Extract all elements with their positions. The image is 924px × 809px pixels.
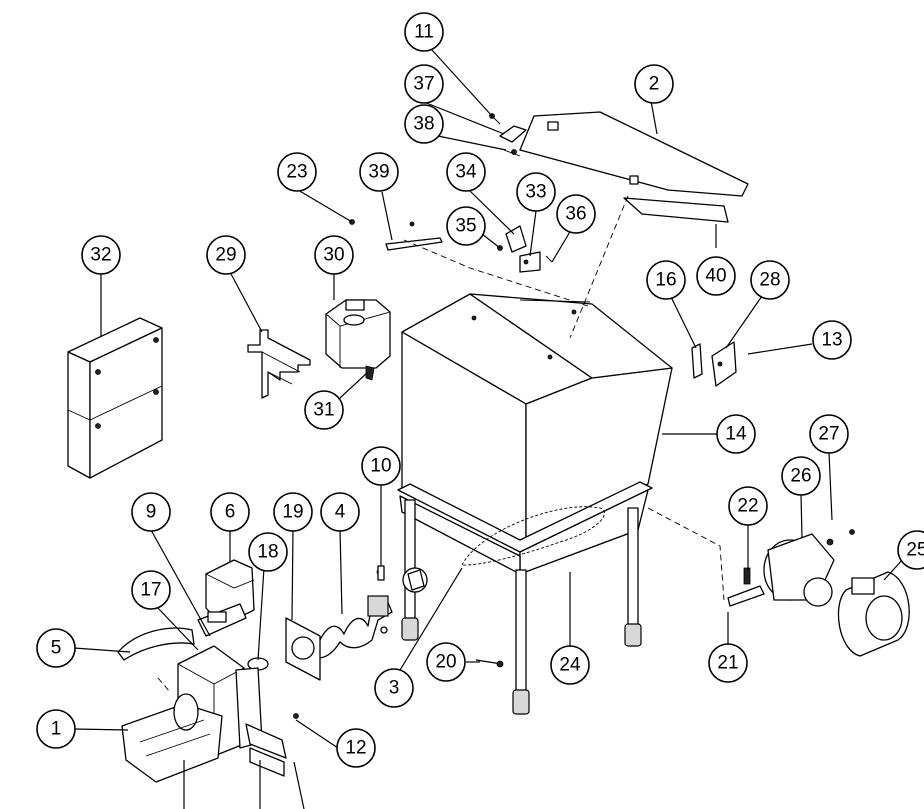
svg-text:31: 31 — [313, 400, 334, 421]
callout-3: 3 — [374, 668, 414, 708]
svg-text:13: 13 — [821, 330, 842, 351]
callout-31: 31 — [304, 390, 344, 430]
callout-36: 36 — [556, 194, 596, 234]
callout-27: 27 — [809, 414, 849, 454]
svg-text:18: 18 — [257, 542, 278, 563]
callout-37: 37 — [404, 64, 444, 104]
svg-text:10: 10 — [370, 456, 391, 477]
motor-part — [727, 529, 910, 657]
callout-33: 33 — [516, 172, 556, 212]
svg-text:16: 16 — [655, 270, 676, 291]
callout-39: 39 — [359, 152, 399, 192]
svg-text:25: 25 — [906, 540, 924, 561]
svg-text:19: 19 — [282, 502, 303, 523]
svg-text:35: 35 — [455, 216, 476, 237]
svg-text:20: 20 — [435, 652, 456, 673]
svg-text:2: 2 — [649, 74, 660, 95]
svg-text:21: 21 — [717, 653, 738, 674]
callout-40: 40 — [696, 256, 736, 296]
callout-6: 6 — [210, 492, 250, 532]
bracket-part — [247, 329, 311, 399]
svg-text:40: 40 — [705, 266, 726, 287]
svg-text:34: 34 — [455, 162, 477, 183]
callout-4: 4 — [320, 492, 360, 532]
svg-text:12: 12 — [345, 738, 366, 759]
callout-34: 34 — [446, 152, 486, 192]
callout-2: 2 — [634, 64, 674, 104]
callout-1: 1 — [36, 709, 76, 749]
callout-29: 29 — [206, 235, 246, 275]
svg-text:9: 9 — [146, 502, 157, 523]
callout-17: 17 — [131, 570, 171, 610]
latch-part — [497, 225, 553, 273]
svg-text:3: 3 — [389, 678, 400, 699]
svg-text:33: 33 — [525, 182, 546, 203]
svg-text:14: 14 — [725, 424, 747, 445]
callout-22: 22 — [728, 486, 768, 526]
callout-13: 13 — [812, 320, 852, 360]
svg-text:28: 28 — [759, 270, 780, 291]
svg-text:26: 26 — [790, 466, 811, 487]
frame-part — [397, 481, 653, 715]
svg-text:23: 23 — [286, 162, 307, 183]
svg-text:27: 27 — [818, 424, 839, 445]
rod-part — [349, 219, 443, 251]
callout-20: 20 — [426, 642, 466, 682]
callout-23: 23 — [277, 152, 317, 192]
callout-24: 24 — [550, 645, 590, 685]
callout-18: 18 — [248, 532, 288, 572]
svg-text:4: 4 — [335, 502, 346, 523]
svg-text:38: 38 — [413, 114, 434, 135]
callout-19: 19 — [273, 492, 313, 532]
svg-text:39: 39 — [368, 162, 389, 183]
svg-text:17: 17 — [140, 580, 161, 601]
callout-5: 5 — [36, 628, 76, 668]
svg-text:36: 36 — [565, 204, 586, 225]
callout-25: 25 — [897, 530, 924, 570]
svg-text:22: 22 — [737, 496, 758, 517]
screw-part — [475, 659, 504, 668]
chain-part — [461, 506, 605, 566]
svg-text:5: 5 — [51, 638, 62, 659]
canister-part — [325, 299, 391, 381]
callout-16: 16 — [646, 260, 686, 300]
callout-21: 21 — [708, 643, 748, 683]
control-box-part — [67, 317, 163, 479]
svg-text:11: 11 — [414, 22, 434, 43]
catch-part — [691, 341, 737, 387]
callout-32: 32 — [81, 235, 121, 275]
svg-text:1: 1 — [51, 719, 62, 740]
auger-part — [247, 565, 425, 681]
lid-part — [519, 111, 749, 223]
svg-text:32: 32 — [90, 245, 111, 266]
callout-14: 14 — [716, 414, 756, 454]
svg-text:6: 6 — [225, 502, 236, 523]
hinge-part — [489, 113, 527, 157]
svg-text:30: 30 — [323, 245, 344, 266]
callout-30: 30 — [314, 235, 354, 275]
svg-text:24: 24 — [559, 655, 581, 676]
svg-text:29: 29 — [215, 245, 236, 266]
alignment-lines — [157, 195, 725, 693]
callout-28: 28 — [750, 260, 790, 300]
callout-26: 26 — [781, 456, 821, 496]
callout-38: 38 — [404, 104, 444, 144]
burner-part — [117, 559, 299, 783]
callout-35: 35 — [446, 206, 486, 246]
svg-text:37: 37 — [413, 74, 434, 95]
callout-10: 10 — [361, 446, 401, 486]
callout-12: 12 — [336, 728, 376, 768]
leader-lines — [73, 49, 905, 809]
callout-9: 9 — [131, 492, 171, 532]
callout-11: 11 — [404, 12, 444, 52]
